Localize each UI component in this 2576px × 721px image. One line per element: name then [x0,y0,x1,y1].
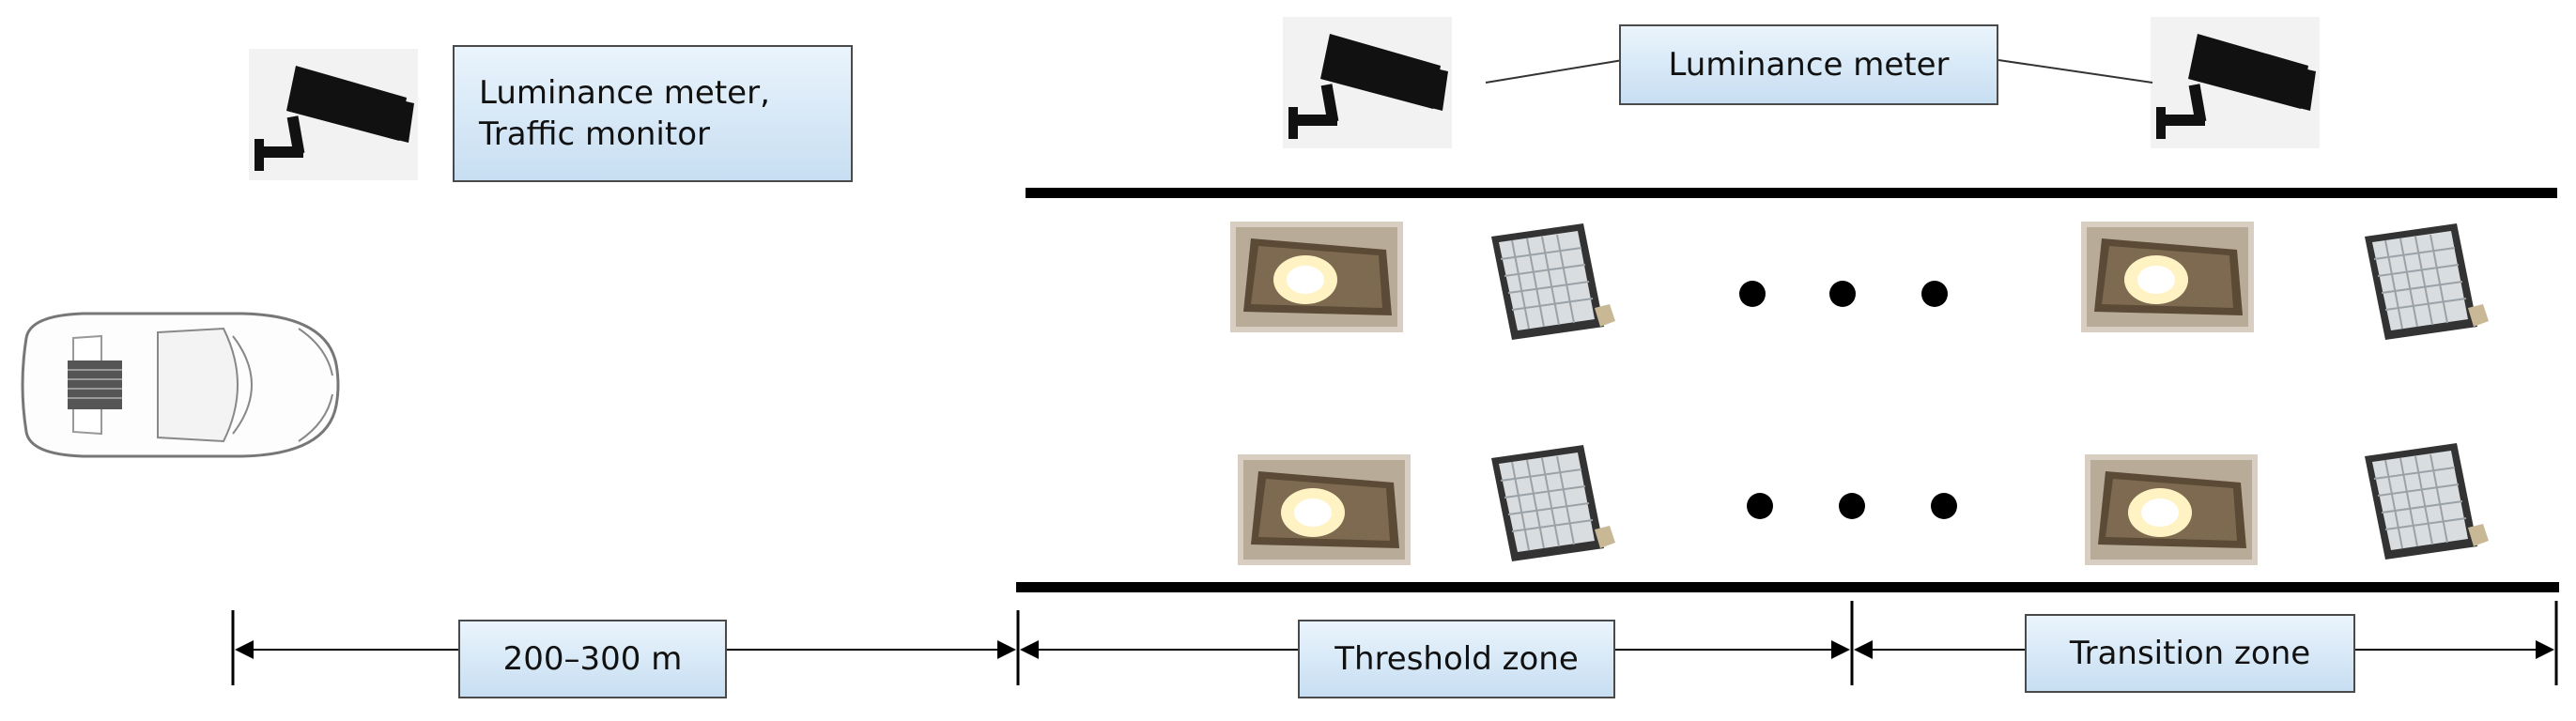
tunnel-light-icon [1230,222,1403,332]
luminance-traffic-monitor-label: Luminance meter, Traffic monitor [453,45,853,182]
label-text: Luminance meter [1668,46,1950,84]
tunnel-light-icon [2081,222,2254,332]
connector-line [1998,59,2153,84]
led-floodlight-icon [1490,444,1616,562]
security-camera-icon [249,49,418,180]
road-top-edge [1026,188,2557,198]
led-floodlight-icon [2364,442,2490,560]
led-floodlight-icon [1490,222,1616,341]
label-line: Traffic monitor [479,115,710,153]
car-top-view-icon [21,312,340,458]
distance-label: 200–300 m [458,620,727,698]
led-floodlight-icon [2364,222,2490,341]
transition-zone-label: Transition zone [2025,614,2355,693]
luminance-meter-label: Luminance meter [1619,24,1998,105]
label-line: Luminance meter, [479,74,770,112]
label-text: Threshold zone [1334,640,1579,678]
tunnel-light-icon [1238,454,1411,565]
ellipsis-dots [1747,493,1957,519]
threshold-zone-label: Threshold zone [1298,620,1615,698]
label-text: Transition zone [2069,635,2311,672]
road-bottom-edge [1016,582,2559,592]
tunnel-light-icon [2085,454,2258,565]
label-text: 200–300 m [502,640,683,678]
connector-line [1485,59,1624,84]
security-camera-icon [1283,17,1452,148]
ellipsis-dots [1739,281,1948,307]
security-camera-icon [2151,17,2320,148]
